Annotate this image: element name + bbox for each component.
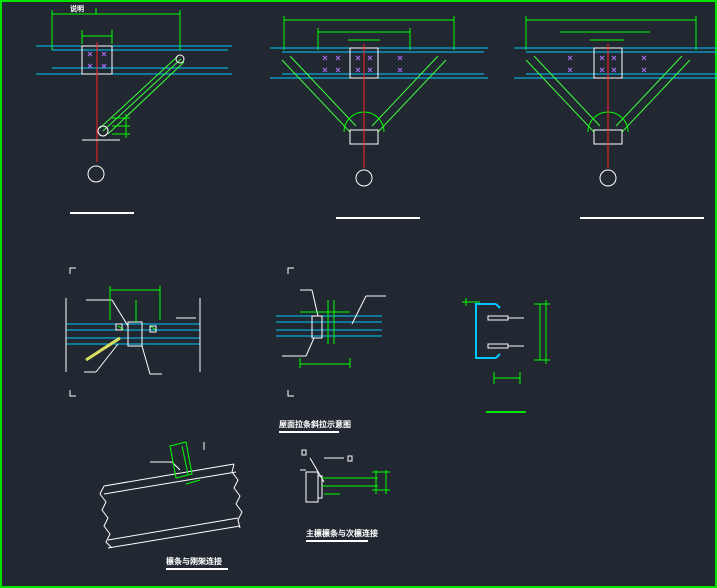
detail-purlin-beam (99, 441, 243, 549)
detail-purlin-section-2 (276, 267, 386, 397)
caption-bracing: 屋面拉条斜拉示意图 (279, 420, 351, 429)
detail-c-section (462, 298, 550, 413)
detail-purlin-section-1 (65, 267, 201, 397)
detail-brace-3 (514, 16, 717, 219)
detail-main-purlin (300, 449, 390, 503)
caption-bracing-underline (279, 431, 339, 433)
caption-purlin-beam-underline (166, 568, 228, 570)
detail-brace-1 (36, 8, 232, 214)
detail-brace-2 (270, 16, 488, 219)
caption-purlin-beam: 檩条与刚架连接 (166, 557, 222, 566)
caption-main-purlin-underline (306, 540, 368, 542)
drawing-note-title: 说明 (70, 5, 84, 13)
caption-main-purlin: 主檩檩条与次檩连接 (306, 529, 378, 538)
